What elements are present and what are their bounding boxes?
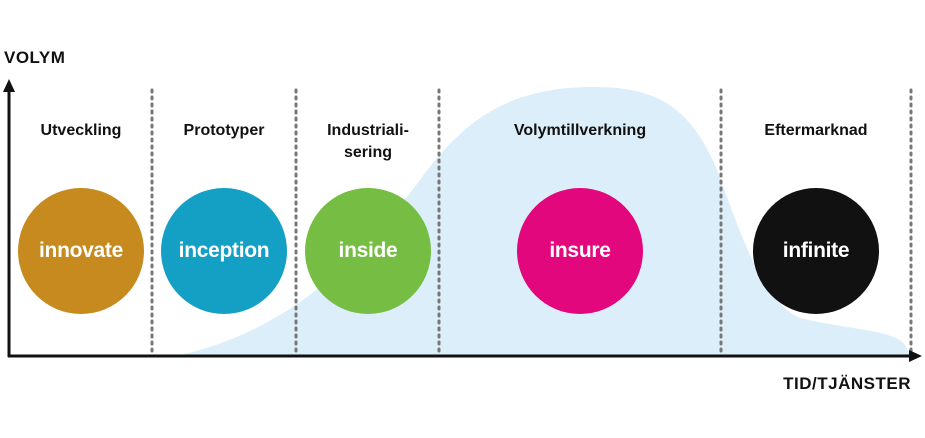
circle-insure: insure [517,188,643,314]
phase-label-line: Eftermarknad [764,122,868,139]
x-axis-title: TID/TJÄNSTER [783,374,911,393]
circle-infinite: infinite [753,188,879,314]
circle-label: insure [549,239,611,262]
phase-label-line: Utveckling [40,122,122,139]
phase-dividers [150,88,913,357]
phase-label-line: Volymtillverkning [513,122,647,139]
phase-label-utveckling: Utveckling [11,120,151,142]
circle-label: innovate [39,239,123,262]
y-axis-title: VOLYM [4,48,66,67]
phase-label-prototyper: Prototyper [154,120,294,142]
circle-label: inside [338,239,398,262]
phase-label-industrialisering: Industriali- sering [298,120,438,164]
circle-label: inception [178,239,270,262]
circle-innovate: innovate [18,188,144,314]
phase-label-volymtillverkning: Volymtillverkning [495,120,665,142]
phase-label-eftermarknad: Eftermarknad [746,120,886,142]
phase-label-line: Prototyper [183,122,265,139]
x-axis-arrow [909,350,922,362]
phase-label-line: sering [343,144,392,161]
y-axis-arrow [3,79,15,92]
circle-label: infinite [782,239,850,262]
phase-label-line: Industriali- [327,122,409,139]
circle-inside: inside [305,188,431,314]
circle-inception: inception [161,188,287,314]
axes [7,88,912,358]
